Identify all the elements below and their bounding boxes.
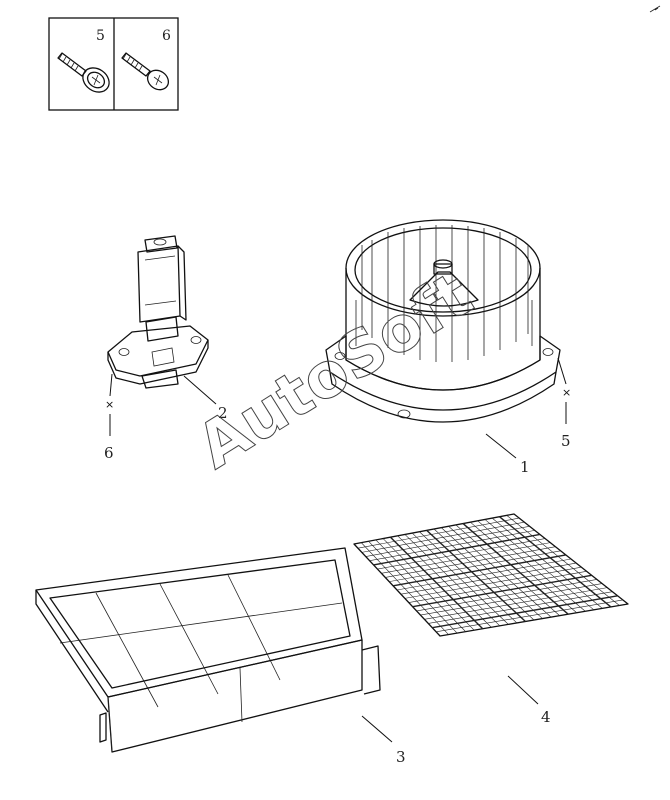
blower-resistor-icon — [107, 235, 209, 389]
screw-icon — [121, 52, 170, 91]
inset-label-5: 5 — [96, 28, 105, 44]
callout-2: 2 — [218, 404, 228, 422]
callouts: 1 2 3 4 × 5 × 6 — [104, 357, 571, 766]
inset-label-6: 6 — [162, 28, 171, 44]
callout-5: 5 — [561, 432, 571, 450]
blower-motor-fan-icon — [325, 219, 561, 423]
screw-icon — [57, 52, 110, 93]
svg-text:×: × — [562, 386, 571, 399]
callout-4: 4 — [541, 708, 551, 726]
callout-6: 6 — [104, 444, 114, 462]
callout-1: 1 — [520, 458, 530, 476]
cabin-air-filter-icon — [353, 513, 629, 637]
callout-3: 3 — [396, 748, 406, 766]
watermark-text: AutoSoft — [184, 257, 484, 482]
air-filter-housing-icon — [35, 547, 381, 753]
screw-inset: 5 6 — [48, 17, 179, 111]
svg-text:×: × — [105, 398, 114, 411]
